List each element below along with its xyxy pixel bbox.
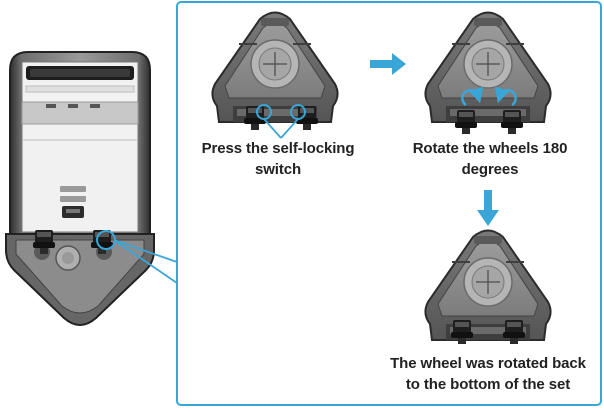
step-1-label-line-2: switch: [254, 161, 302, 178]
rotate-left-icon: [461, 86, 484, 107]
step-1-label: Press the self-locking switch: [183, 138, 373, 180]
device-overview: [5, 51, 155, 326]
callout-line-lower: [113, 239, 178, 284]
detail-frame: [176, 1, 602, 406]
step-3-label-line-2: to the bottom of the set: [405, 376, 571, 393]
step-2-illustration: [424, 11, 552, 134]
step-2-label-line-1: Rotate the wheels 180: [412, 140, 568, 157]
step-3-illustration: [424, 229, 552, 344]
step-3-label-line-1: The wheel was rotated back: [390, 355, 586, 372]
step-1-label-line-1: Press the self-locking: [201, 140, 355, 157]
step-2-label: Rotate the wheels 180 degrees: [398, 138, 582, 180]
rotate-right-icon: [494, 86, 517, 107]
step-3-label: The wheel was rotated back to the bottom…: [380, 353, 596, 395]
step-1-illustration: [211, 11, 339, 139]
callout-line-upper: [113, 239, 178, 263]
step-2-label-line-2: degrees: [461, 161, 519, 178]
arrow-right-icon: [370, 53, 406, 75]
arrow-down-icon: [477, 190, 499, 226]
